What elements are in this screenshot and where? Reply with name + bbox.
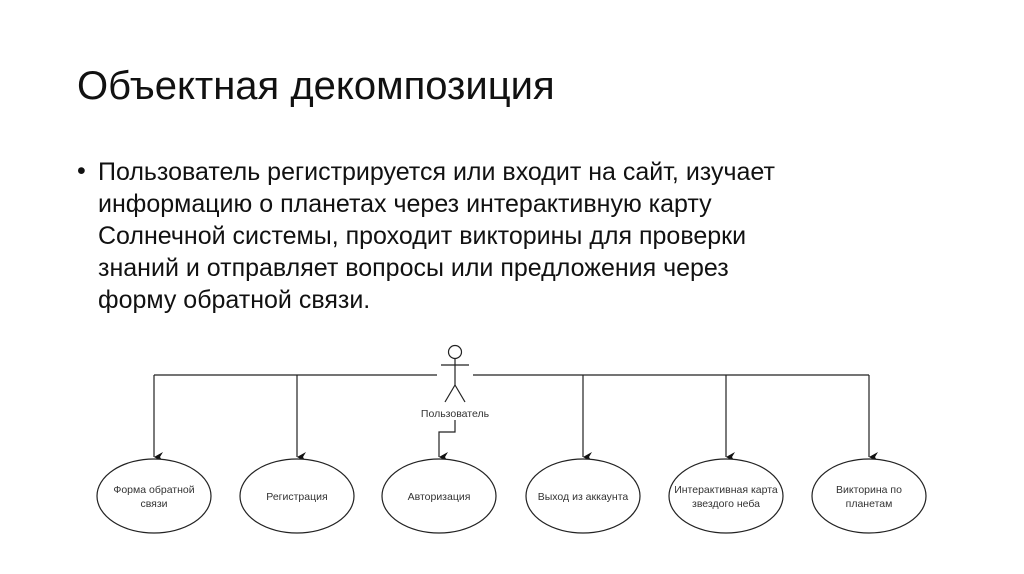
actor-label: Пользователь [421,408,490,420]
use-case-label: Регистрация [266,491,327,503]
use-case-label: звездого неба [692,498,760,510]
use-case-ellipse [811,458,927,534]
use-case-ellipse [239,458,355,534]
use-case-label: Интерактивная карта [674,484,778,496]
use-case-ellipse [96,458,212,534]
actor-icon [441,344,469,403]
bullet-text: Пользователь регистрируется или входит н… [98,156,978,316]
bullet-line: Солнечной системы, проходит викторины дл… [98,222,747,250]
bullet-marker: • [77,157,86,185]
use-case-label: планетам [846,498,893,510]
bullet-line: форму обратной связи. [98,286,371,314]
use-case-label: связи [140,498,167,510]
use-case-ellipse [668,458,784,534]
slide-title: Объектная декомпозиция [77,64,555,108]
bullet-line: информацию о планетах через интерактивну… [98,190,712,218]
use-case-ellipse [381,458,497,534]
use-case-label: Викторина по [836,484,902,496]
use-case-label: Выход из аккаунта [538,491,629,503]
use-case-label: Форма обратной [113,484,194,496]
bullet-line: Пользователь регистрируется или входит н… [98,158,775,186]
use-case-ellipse [525,458,641,534]
connector-auth [438,420,456,462]
use-case-label: Авторизация [408,491,471,503]
connectors [154,374,869,462]
bullet-line: знаний и отправляет вопросы или предложе… [98,254,729,282]
